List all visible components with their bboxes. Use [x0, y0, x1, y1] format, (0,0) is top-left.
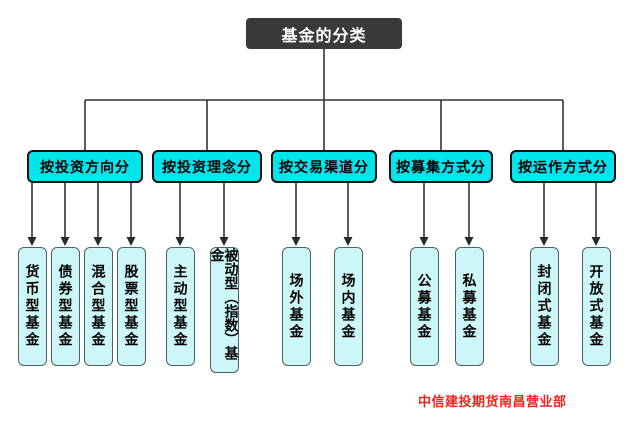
leaf-node-exchange-fund: 场内基金 — [334, 247, 363, 366]
category-node-trading-channel: 按交易渠道分 — [271, 150, 377, 183]
leaf-node-public-fund: 公募基金 — [410, 247, 439, 366]
root-node: 基金的分类 — [246, 18, 402, 49]
leaf-node-bond-fund: 债券型基金 — [51, 247, 80, 366]
leaf-node-stock-fund: 股票型基金 — [117, 247, 146, 366]
leaf-node-passive-index-fund: 被动型（指数）基金 — [210, 247, 240, 373]
arrowheads — [27, 237, 601, 246]
category-node-investment-philosophy: 按投资理念分 — [152, 150, 262, 183]
leaf-node-otc-fund: 场外基金 — [282, 247, 311, 366]
leaf-node-active-fund: 主动型基金 — [166, 247, 195, 366]
leaf-node-closed-end-fund: 封闭式基金 — [530, 247, 559, 366]
branch-watermark: 中信建投期货南昌营业部 — [418, 394, 567, 409]
category-node-investment-direction: 按投资方向分 — [27, 150, 143, 183]
leaf-node-open-end-fund: 开放式基金 — [582, 247, 611, 366]
leaf-node-hybrid-fund: 混合型基金 — [84, 247, 113, 366]
category-node-operation-method: 按运作方式分 — [510, 150, 616, 183]
category-node-fundraising-method: 按募集方式分 — [389, 150, 493, 183]
leaf-node-money-fund: 货币型基金 — [18, 247, 47, 366]
leaf-node-private-fund: 私募基金 — [455, 247, 484, 366]
